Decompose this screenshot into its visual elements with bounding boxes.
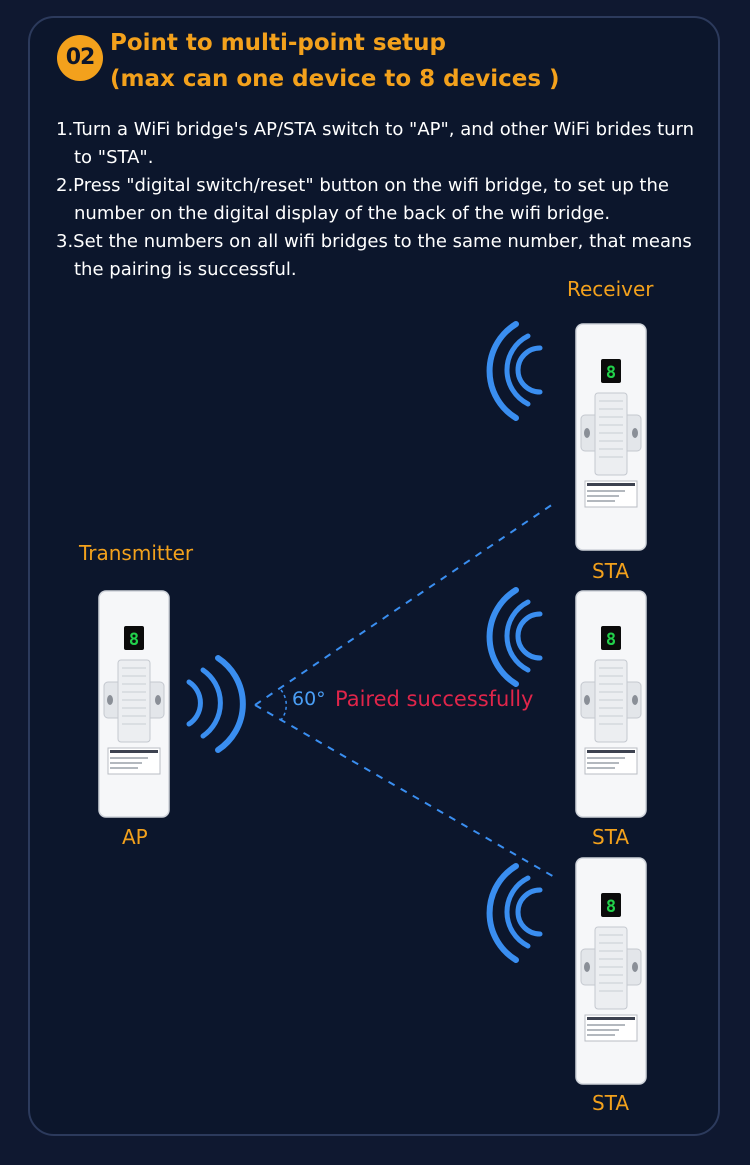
sta-device-3: 8 [575, 857, 647, 1089]
sta-3-display-digit: 8 [606, 897, 616, 917]
sta-label-1: STA [592, 559, 630, 583]
sta-2-display-digit: 8 [606, 630, 616, 650]
sta-1-display-digit: 8 [606, 363, 616, 383]
instruction-step-3: 3.Set the numbers on all wifi bridges to… [56, 231, 692, 280]
transmitter-label: Transmitter [79, 541, 194, 565]
section-subtitle: (max can one device to 8 devices ) [110, 66, 560, 92]
receiver-1-signal-icon [486, 321, 543, 421]
sta-device-1: 8 [575, 323, 647, 555]
instruction-list: 1.Turn a WiFi bridge's AP/STA switch to … [56, 116, 716, 284]
sta-label-2: STA [592, 825, 630, 849]
ap-device: 8 [98, 590, 170, 822]
section-title: Point to multi-point setup [110, 30, 447, 56]
receiver-label: Receiver [567, 277, 654, 301]
angle-label: 60° [292, 688, 326, 710]
link-line-top [254, 501, 557, 706]
link-line-bottom [254, 704, 557, 879]
instruction-step-2: 2.Press "digital switch/reset" button on… [56, 175, 669, 224]
sta-label-3: STA [592, 1091, 630, 1115]
transmitter-signal-icon [186, 655, 246, 753]
step-number-badge: 02 [57, 35, 103, 81]
receiver-3-signal-icon [486, 863, 543, 963]
ap-display-digit: 8 [129, 630, 139, 650]
receiver-2-signal-icon [486, 587, 543, 687]
angle-arc [280, 689, 288, 721]
ap-label: AP [122, 825, 148, 849]
paired-status-text: Paired successfully [335, 687, 534, 711]
sta-device-2: 8 [575, 590, 647, 822]
instruction-step-1: 1.Turn a WiFi bridge's AP/STA switch to … [56, 119, 695, 168]
